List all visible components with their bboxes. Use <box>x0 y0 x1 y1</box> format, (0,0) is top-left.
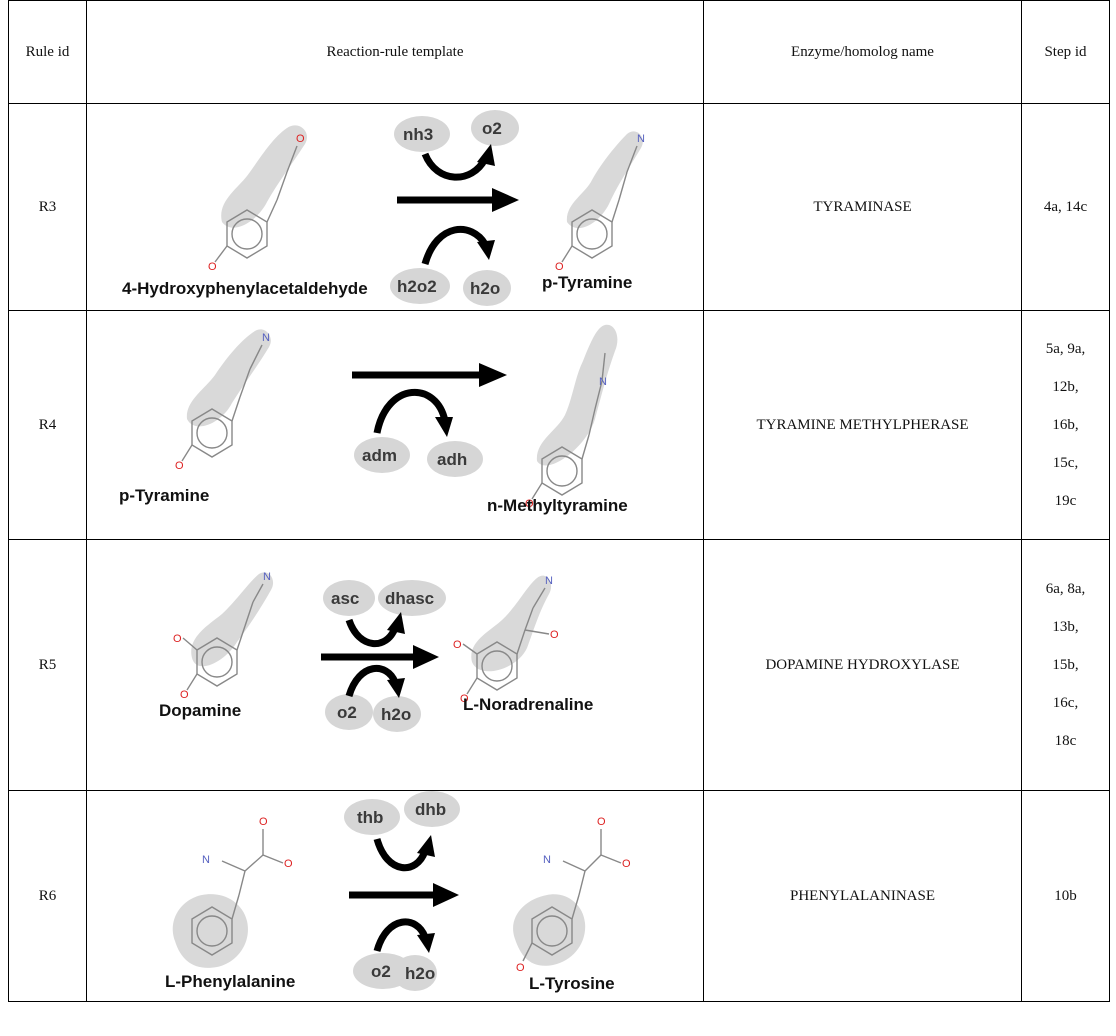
reaction-template-cell: O N p-Tyramine adm adh <box>86 310 704 540</box>
cofactor-top-right: dhasc <box>385 589 434 608</box>
reaction-rules-table: Rule id Reaction-rule template Enzyme/ho… <box>8 0 1110 1002</box>
table-row: R6 N O O <box>8 790 1110 1002</box>
reaction-diagram: O N p-Tyramine adm adh <box>119 324 628 515</box>
product-label: L-Noradrenaline <box>463 695 593 714</box>
svg-text:O: O <box>284 858 293 870</box>
product-molecule: O N <box>525 352 607 510</box>
svg-text:N: N <box>543 854 551 866</box>
step-id-cell: 10b <box>1021 790 1110 1002</box>
rule-id-cell: R3 <box>8 103 87 311</box>
reaction-template-cell: O O 4-Hydroxyphenylacetaldehyde nh3 o2 h… <box>86 103 704 311</box>
reaction-diagram: O O N Dopamine asc dhasc o2 h2o <box>159 571 593 732</box>
rule-id-cell: R5 <box>8 539 87 791</box>
svg-text:O: O <box>173 633 182 645</box>
cofactor-bottom-left: o2 <box>371 962 391 981</box>
step-line: 15c, <box>1052 455 1079 471</box>
step-line: 18c <box>1054 733 1077 749</box>
cofactor-top-right: dhb <box>415 800 446 819</box>
reaction-diagram: N O O L-Phenylalanine thb dhb o2 h2o <box>165 791 631 993</box>
reaction-template-cell: N O O L-Phenylalanine thb dhb o2 h2o <box>86 790 704 1002</box>
reaction-template-cell: O O N Dopamine asc dhasc o2 h2o <box>86 539 704 791</box>
step-line: 16c, <box>1052 695 1079 711</box>
cofactor-top-left: asc <box>331 589 359 608</box>
svg-text:O: O <box>550 629 559 641</box>
step-id-cell: 5a, 9a, 12b, 16b, 15c, 19c <box>1021 310 1110 540</box>
reaction-arrow <box>352 363 507 437</box>
svg-text:O: O <box>516 962 525 974</box>
svg-text:N: N <box>202 854 210 866</box>
substrate-label: 4-Hydroxyphenylacetaldehyde <box>122 279 368 298</box>
table-row: R5 O O N Dopam <box>8 539 1110 791</box>
rule-id-cell: R6 <box>8 790 87 1002</box>
cofactor-bottom-left: h2o2 <box>397 277 437 296</box>
svg-text:O: O <box>259 816 268 828</box>
step-line: 16b, <box>1052 417 1079 433</box>
substrate-label: Dopamine <box>159 701 241 720</box>
step-id-cell: 6a, 8a, 13b, 15b, 16c, 18c <box>1021 539 1110 791</box>
reaction-diagram: O O 4-Hydroxyphenylacetaldehyde nh3 o2 h… <box>122 110 645 306</box>
header-enzyme: Enzyme/homolog name <box>703 0 1022 104</box>
svg-text:N: N <box>262 332 270 344</box>
cofactor-bottom-right: h2o <box>470 279 500 298</box>
reaction-arrow <box>349 835 459 953</box>
svg-text:N: N <box>263 571 271 583</box>
step-line: 12b, <box>1052 379 1079 395</box>
substrate-molecule: N O O <box>191 816 293 956</box>
step-id-cell: 4a, 14c <box>1021 103 1110 311</box>
svg-text:O: O <box>180 689 189 701</box>
svg-text:N: N <box>637 133 645 145</box>
header-row: Rule id Reaction-rule template Enzyme/ho… <box>8 0 1110 104</box>
reaction-arrow <box>397 144 519 266</box>
cofactor-top-left: thb <box>357 808 383 827</box>
step-line: 19c <box>1054 493 1077 509</box>
reaction-arrow <box>321 612 439 698</box>
svg-text:O: O <box>453 639 462 651</box>
svg-text:O: O <box>460 693 469 705</box>
product-molecule: O O O N <box>453 575 559 705</box>
header-step: Step id <box>1021 0 1110 104</box>
cofactor-bottom-left: adm <box>362 446 397 465</box>
svg-text:O: O <box>622 858 631 870</box>
svg-text:O: O <box>555 261 564 273</box>
step-line: 6a, 8a, <box>1045 581 1086 597</box>
svg-text:O: O <box>597 816 606 828</box>
table-row: R4 O N p-Tyramine <box>8 310 1110 540</box>
cofactor-top-left: nh3 <box>403 125 433 144</box>
table-row: R3 O O 4-Hydroxyp <box>8 103 1110 311</box>
cofactor-bottom-right: h2o <box>381 705 411 724</box>
cofactor-top-right: o2 <box>482 119 502 138</box>
enzyme-cell: TYRAMINASE <box>703 103 1022 311</box>
step-line: 5a, 9a, <box>1045 341 1086 357</box>
product-label: n-Methyltyramine <box>487 496 628 515</box>
enzyme-cell: TYRAMINE METHYLPHERASE <box>703 310 1022 540</box>
cofactor-bottom-right: adh <box>437 450 467 469</box>
cofactor-bottom-right: h2o <box>405 964 435 983</box>
substrate-molecule: O O N <box>173 571 271 701</box>
substrate-label: p-Tyramine <box>119 486 209 505</box>
svg-text:O: O <box>296 133 305 145</box>
rule-id-cell: R4 <box>8 310 87 540</box>
substrate-molecule: O N <box>175 332 270 472</box>
substrate-molecule: O O <box>208 133 305 273</box>
enzyme-cell: DOPAMINE HYDROXYLASE <box>703 539 1022 791</box>
cofactor-bottom-left: o2 <box>337 703 357 722</box>
product-label: L-Tyrosine <box>529 974 615 993</box>
svg-text:N: N <box>545 575 553 587</box>
product-label: p-Tyramine <box>542 273 632 292</box>
substrate-label: L-Phenylalanine <box>165 972 295 991</box>
product-molecule: N O O O <box>516 816 631 974</box>
step-line: 13b, <box>1052 619 1079 635</box>
svg-text:O: O <box>175 460 184 472</box>
header-template: Reaction-rule template <box>86 0 704 104</box>
product-molecule: O N <box>555 133 645 273</box>
step-line: 15b, <box>1052 657 1079 673</box>
header-rule-id: Rule id <box>8 0 87 104</box>
svg-text:O: O <box>525 498 534 510</box>
svg-text:N: N <box>599 376 607 388</box>
enzyme-cell: PHENYLALANINASE <box>703 790 1022 1002</box>
svg-text:O: O <box>208 261 217 273</box>
